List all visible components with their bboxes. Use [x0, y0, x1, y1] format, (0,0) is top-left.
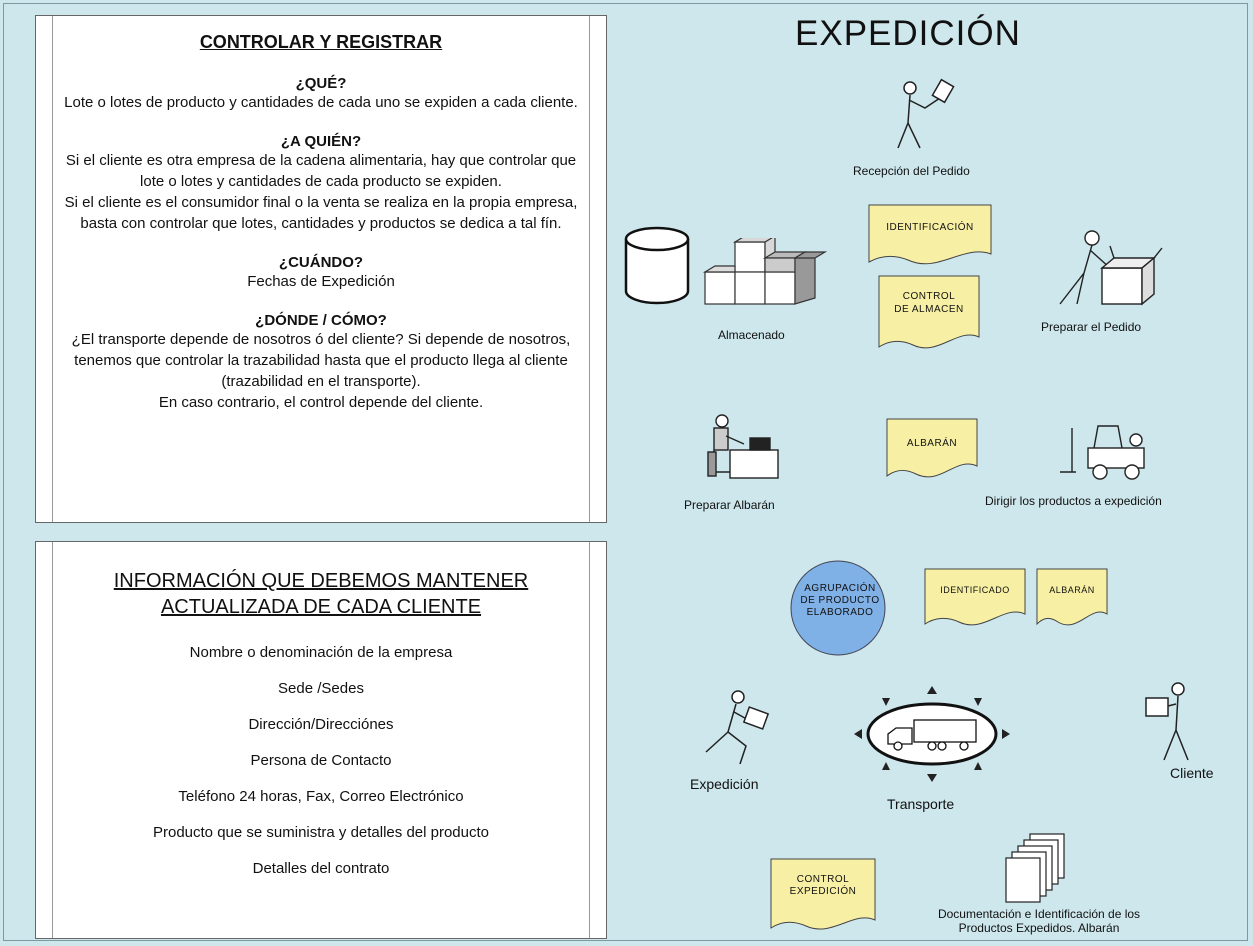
diagram-title: EXPEDICIÓN	[795, 14, 1021, 53]
panel-title: CONTROLAR Y REGISTRAR	[199, 32, 443, 52]
where-text-1: ¿El transporte depende de nosotros ó del…	[71, 331, 571, 390]
info-title-line2: ACTUALIZADA DE CADA CLIENTE	[160, 596, 482, 618]
info-item: Sede /Sedes	[278, 680, 364, 697]
question-who: ¿A QUIÉN?	[280, 133, 362, 150]
person-at-desk-icon	[707, 414, 779, 479]
label-expedicion: Expedición	[690, 776, 759, 792]
label-agrupacion-1: AGRUPACIÓN	[804, 583, 876, 594]
who-text-2: Si el cliente es el consumidor final o l…	[64, 194, 578, 232]
client-person-icon	[1145, 682, 1189, 761]
doc-control-almacen: CONTROL DE ALMACEN	[878, 275, 980, 355]
doc-control-expedicion-text2: EXPEDICIÓN	[789, 886, 857, 897]
client-info-panel: INFORMACIÓN QUE DEBEMOS MANTENER ACTUALI…	[35, 541, 607, 939]
storage-cylinder-icon	[624, 226, 690, 305]
info-title: INFORMACIÓN QUE DEBEMOS MANTENER ACTUALI…	[54, 568, 588, 620]
doc-control-almacen-text2: DE ALMACEN	[894, 304, 964, 315]
label-documentacion: Documentación e Identificación de los Pr…	[904, 907, 1174, 935]
info-item: Teléfono 24 horas, Fax, Correo Electróni…	[178, 788, 464, 805]
forklift-icon	[1060, 425, 1145, 480]
doc-control-almacen-text1: CONTROL	[902, 291, 956, 302]
doc-identificacion: IDENTIFICACIÓN	[868, 204, 992, 268]
person-reading-order-icon	[897, 78, 955, 149]
info-item: Detalles del contrato	[252, 860, 390, 877]
stacked-boxes-icon	[702, 238, 828, 305]
doc-control-expedicion-text1: CONTROL	[796, 874, 850, 885]
doc-identificado: IDENTIFICADO	[924, 568, 1026, 630]
person-packing-box-icon	[1059, 230, 1163, 306]
info-item: Producto que se suministra y detalles de…	[152, 824, 490, 841]
label-agrupacion-3: ELABORADO	[806, 607, 874, 618]
doc-albaran-text: ALBARÁN	[906, 438, 958, 449]
label-dirigir: Dirigir los productos a expedición	[985, 494, 1162, 508]
who-text-1: Si el cliente es otra empresa de la cade…	[65, 152, 577, 190]
question-where: ¿DÓNDE / CÓMO?	[255, 312, 387, 329]
doc-control-expedicion: CONTROL EXPEDICIÓN	[770, 858, 876, 936]
what-text: Lote o lotes de producto y cantidades de…	[64, 94, 578, 111]
question-what: ¿QUÉ?	[295, 75, 347, 92]
panel-rail-right	[589, 16, 606, 522]
label-documentacion-2: Productos Expedidos. Albarán	[958, 921, 1120, 935]
control-register-panel: CONTROLAR Y REGISTRAR ¿QUÉ? Lote o lotes…	[35, 15, 607, 523]
label-preparar-albaran: Preparar Albarán	[684, 498, 775, 512]
label-preparar-pedido: Preparar el Pedido	[1041, 320, 1142, 334]
document-stack-icon	[1005, 833, 1065, 903]
doc-identificado-text: IDENTIFICADO	[940, 585, 1010, 595]
label-almacenado: Almacenado	[718, 328, 785, 342]
label-documentacion-1: Documentación e Identificación de los	[937, 907, 1141, 921]
question-when: ¿CUÁNDO?	[278, 254, 364, 271]
person-carrying-package-icon	[705, 690, 770, 765]
truck-icon	[887, 719, 977, 751]
when-text: Fechas de Expedición	[247, 273, 395, 290]
panel-rail-right	[589, 542, 606, 938]
doc-albaran-2: ALBARÁN	[1036, 568, 1108, 630]
label-agrupacion-2: DE PRODUCTO	[800, 595, 880, 606]
doc-albaran: ALBARÁN	[886, 418, 978, 482]
where-text-2: En caso contrario, el control depende de…	[158, 394, 484, 411]
info-title-line1: INFORMACIÓN QUE DEBEMOS MANTENER	[113, 570, 529, 592]
panel-rail-left	[36, 542, 53, 938]
info-item: Nombre o denominación de la empresa	[189, 644, 453, 661]
label-recepcion: Recepción del Pedido	[853, 164, 970, 178]
label-agrupacion: AGRUPACIÓN DE PRODUCTO ELABORADO	[785, 583, 895, 619]
label-transporte: Transporte	[887, 796, 955, 812]
label-cliente: Cliente	[1170, 765, 1214, 781]
doc-identificacion-text: IDENTIFICACIÓN	[886, 222, 974, 233]
panel-rail-left	[36, 16, 53, 522]
grouping-circle	[790, 560, 886, 656]
info-item: Persona de Contacto	[250, 752, 392, 769]
info-item: Dirección/Direcciónes	[248, 716, 394, 733]
doc-albaran-2-text: ALBARÁN	[1049, 585, 1095, 595]
